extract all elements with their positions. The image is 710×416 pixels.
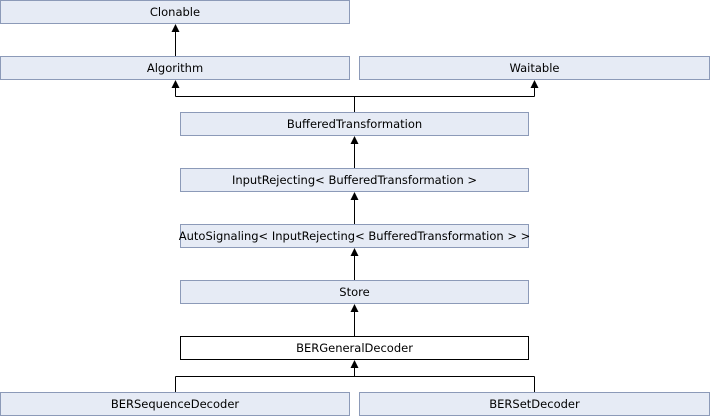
arrowhead-auto-signaling [350,248,359,256]
arrowhead-algorithm [171,80,180,88]
node-input-rejecting-label: InputRejecting< BufferedTransformation > [232,173,477,187]
node-ber-set-decoder-label: BERSetDecoder [489,397,580,411]
node-buffered-transformation-label: BufferedTransformation [287,117,422,131]
node-waitable[interactable]: Waitable [359,56,710,80]
edges [171,24,539,392]
arrowhead-clonable [171,24,180,32]
node-store-label: Store [339,285,369,299]
node-ber-general-decoder-label: BERGeneralDecoder [296,341,413,355]
node-auto-signaling[interactable]: AutoSignaling< InputRejecting< BufferedT… [179,224,531,248]
arrowhead-buffered-transformation [350,136,359,144]
node-input-rejecting[interactable]: InputRejecting< BufferedTransformation > [180,168,529,192]
node-clonable-label: Clonable [150,5,200,19]
node-buffered-transformation[interactable]: BufferedTransformation [180,112,529,136]
node-ber-general-decoder: BERGeneralDecoder [180,336,529,360]
arrowhead-ber-general-decoder [350,360,359,368]
node-store[interactable]: Store [180,280,529,304]
node-clonable[interactable]: Clonable [0,0,350,24]
node-ber-sequence-decoder-label: BERSequenceDecoder [111,397,240,411]
node-ber-set-decoder[interactable]: BERSetDecoder [359,392,710,416]
arrowhead-waitable [530,80,539,88]
node-algorithm-label: Algorithm [147,61,203,75]
node-ber-sequence-decoder[interactable]: BERSequenceDecoder [0,392,350,416]
arrowhead-store [350,304,359,312]
node-waitable-label: Waitable [509,61,559,75]
node-auto-signaling-label: AutoSignaling< InputRejecting< BufferedT… [179,229,531,243]
arrowhead-input-rejecting [350,192,359,200]
node-algorithm[interactable]: Algorithm [0,56,350,80]
